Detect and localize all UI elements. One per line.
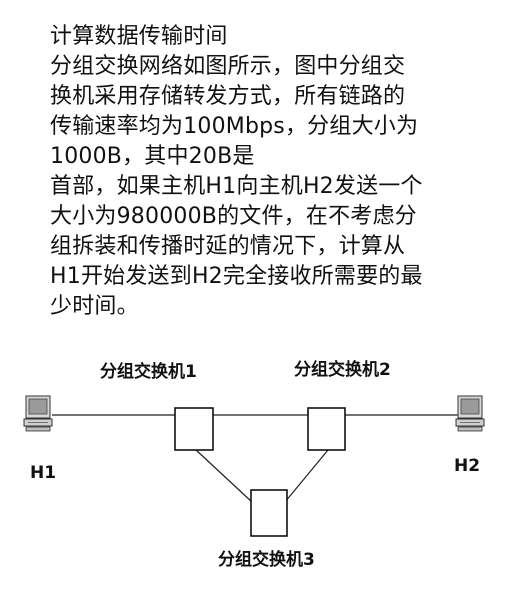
question-line-1: 计算数据传输时间 (50, 24, 228, 49)
question-line-7: 大小为980000B的文件，在不考虑分 (50, 204, 417, 229)
question-line-4: 传输速率均为100Mbps，分组大小为 (50, 114, 419, 139)
switch-1-label: 分组交换机1 (100, 361, 197, 382)
question-line-2: 分组交换网络如图所示，图中分组交 (50, 54, 406, 79)
question-line-10: 少时间。 (50, 294, 139, 319)
computer-icon (455, 395, 485, 432)
switch-2-label: 分组交换机2 (294, 359, 391, 380)
question-line-9: H1开始发送到H2完全接收所需要的最 (50, 264, 423, 289)
question-line-6: 首部，如果主机H1向主机H2发送一个 (50, 174, 423, 199)
question-text: 计算数据传输时间 分组交换网络如图所示，图中分组交 换机采用存储转发方式，所有链… (50, 22, 490, 322)
switch-1-box (174, 407, 214, 451)
computer-icon (23, 395, 53, 432)
host-h2-label: H2 (454, 456, 480, 476)
question-line-8: 组拆装和传播时延的情况下，计算从 (50, 234, 406, 259)
switch-2-box (307, 407, 346, 451)
host-h1-label: H1 (30, 463, 56, 483)
network-diagram: 分组交换机1 分组交换机2 分组交换机3 H1 H2 (23, 359, 485, 570)
question-line-3: 换机采用存储转发方式，所有链路的 (50, 84, 406, 109)
switch-3-label: 分组交换机3 (218, 549, 315, 570)
question-line-5: 1000B，其中20B是 (50, 144, 255, 169)
link-switch2-switch3 (284, 449, 329, 503)
switch-3-box (250, 489, 288, 537)
link-switch1-switch3 (195, 449, 253, 503)
